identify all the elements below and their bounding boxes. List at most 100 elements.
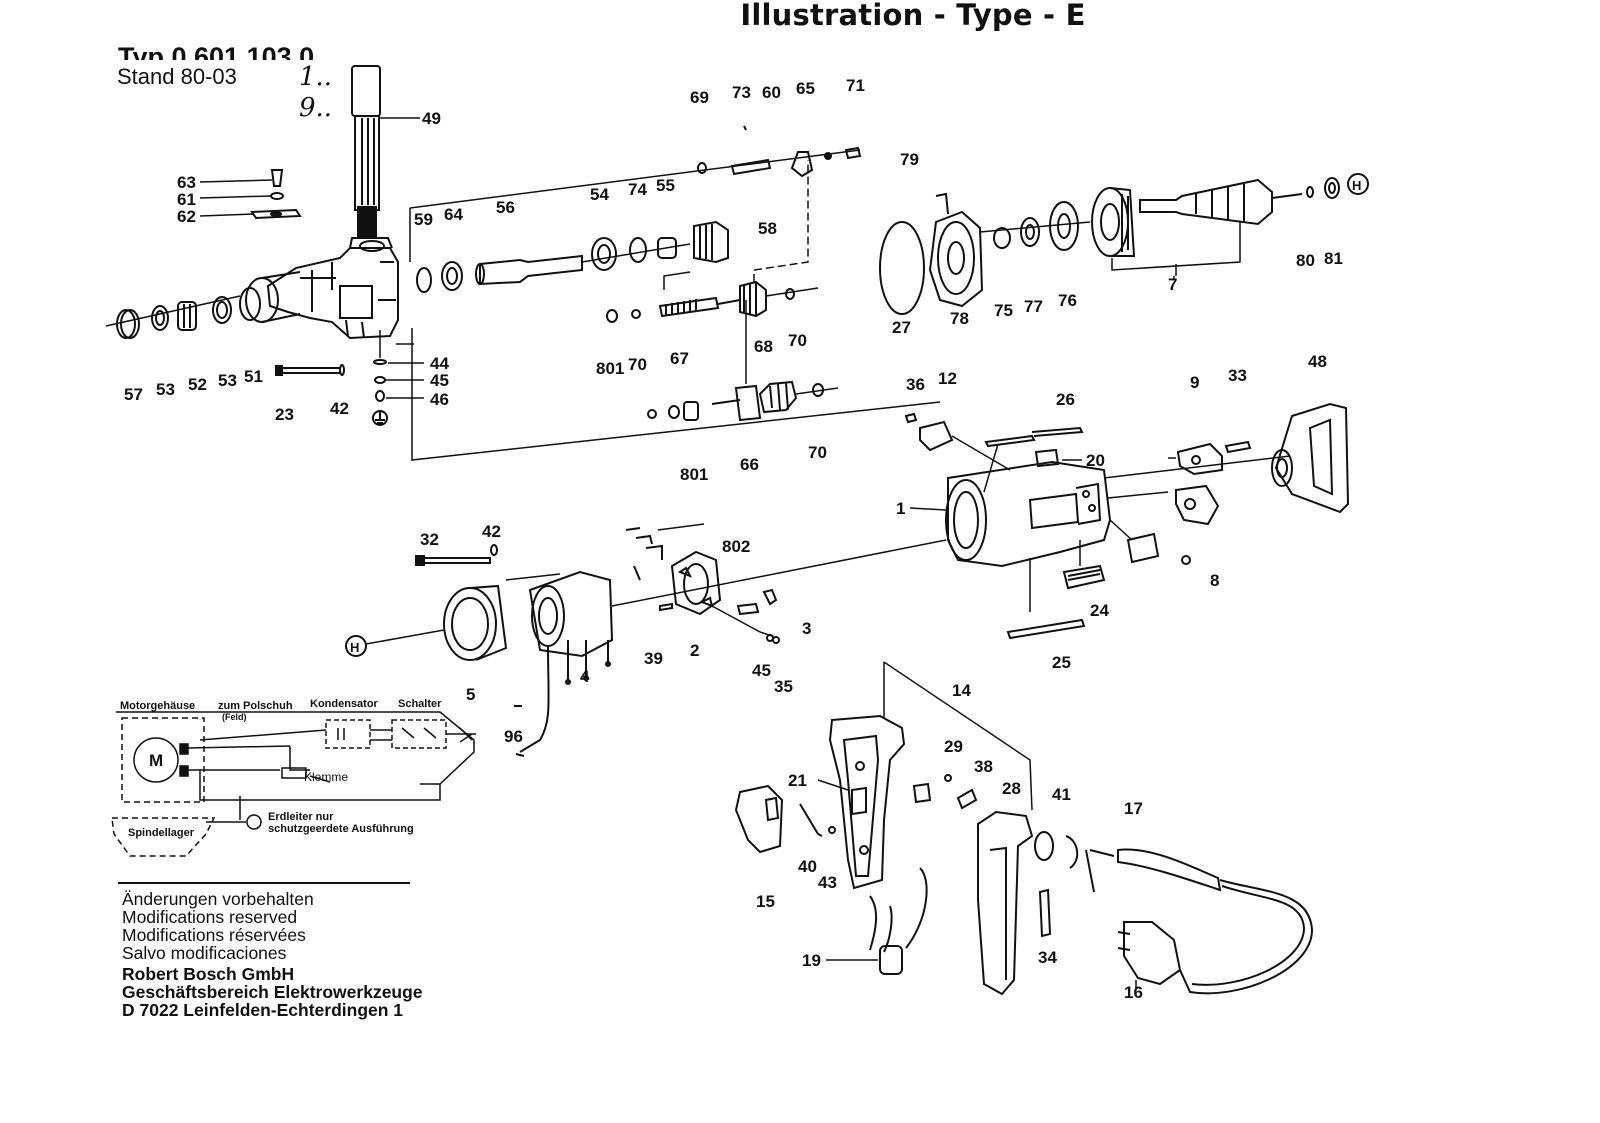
stator-field-group	[345, 539, 947, 753]
part-70c: 70	[808, 443, 827, 462]
part-48: 48	[1308, 352, 1327, 371]
part-76: 76	[1058, 291, 1077, 310]
part-21: 21	[788, 771, 807, 790]
wiring-diagram	[111, 711, 476, 857]
company-division: Geschäftsbereich Elektrowerkzeuge	[122, 982, 423, 1002]
armature-group	[879, 173, 1369, 315]
handle-group-14	[734, 661, 1079, 996]
part-34: 34	[1038, 948, 1057, 967]
part-51: 51	[244, 367, 263, 386]
part-4: 4	[580, 667, 590, 686]
connector-h-right: H	[1352, 178, 1361, 193]
screws-23-42-44-46	[275, 330, 388, 426]
type-number: Typ 0 601 103 0..	[118, 42, 330, 60]
part-45a: 45	[430, 371, 449, 390]
part-20: 20	[1086, 451, 1105, 470]
brush-holders-9-8	[1168, 440, 1252, 526]
part-43: 43	[818, 873, 837, 892]
note-line: Salvo modificaciones	[122, 943, 287, 963]
part-70a: 70	[628, 355, 647, 374]
part-52: 52	[188, 375, 207, 394]
part-41: 41	[1052, 785, 1071, 804]
bearing-stack-left	[116, 287, 261, 339]
part-56: 56	[496, 198, 515, 217]
label-erdleiter: Erdleiter nur	[268, 811, 334, 823]
part-70b: 70	[788, 331, 807, 350]
part-77: 77	[1024, 297, 1043, 316]
part-64: 64	[444, 205, 463, 224]
part-39: 39	[644, 649, 663, 668]
part-79: 79	[900, 150, 919, 169]
label-zum-polschuh: zum Polschuh	[218, 700, 293, 712]
label-kondensator: Kondensator	[310, 698, 379, 710]
part-68: 68	[754, 337, 773, 356]
end-cap-48	[1271, 402, 1350, 514]
part-96: 96	[504, 727, 523, 746]
company-name: Robert Bosch GmbH	[122, 964, 295, 984]
part-58: 58	[758, 219, 777, 238]
part-28: 28	[1002, 779, 1021, 798]
part-49: 49	[422, 109, 441, 128]
part-55: 55	[656, 176, 675, 195]
part-9: 9	[1190, 373, 1199, 392]
gear-housing-shape	[245, 237, 399, 340]
upper-small-parts-69-71	[409, 125, 862, 262]
revision-stand: Stand 80-03	[117, 64, 237, 89]
part-numbers: 49 63 61 62 59 64 56 54 74 55 58 69 73 6…	[124, 76, 1361, 1002]
part-2: 2	[690, 641, 699, 660]
label-spindellager: Spindellager	[128, 827, 195, 839]
connector-h-left: H	[350, 640, 359, 655]
part-23: 23	[275, 405, 294, 424]
screw-washer-plate-63-61-62	[250, 169, 302, 220]
part-54: 54	[590, 185, 609, 204]
part-29: 29	[944, 737, 963, 756]
part-69: 69	[690, 88, 709, 107]
part-8: 8	[1210, 571, 1219, 590]
part-33: 33	[1228, 366, 1247, 385]
part-26: 26	[1056, 390, 1075, 409]
part-53a: 53	[156, 380, 175, 399]
part-80: 80	[1296, 251, 1315, 270]
note-line: Änderungen vorbehalten	[122, 889, 314, 909]
power-cord-17-plug-16	[1085, 848, 1314, 995]
part-44: 44	[430, 354, 449, 373]
part-19: 19	[802, 951, 821, 970]
company-address: D 7022 Leinfelden-Echterdingen 1	[122, 1000, 404, 1020]
part-65: 65	[796, 79, 815, 98]
part-7: 7	[1168, 275, 1177, 294]
part-61: 61	[177, 190, 196, 209]
label-klemme: Klemme	[304, 770, 348, 784]
part-45b: 45	[752, 661, 771, 680]
handwritten-variant-9: 9..	[299, 93, 333, 123]
part-14: 14	[952, 681, 971, 700]
part-3: 3	[802, 619, 811, 638]
part-801a: 801	[596, 359, 624, 378]
part-67: 67	[670, 349, 689, 368]
part-36: 36	[906, 375, 925, 394]
part-75: 75	[994, 301, 1013, 320]
part-42b: 42	[482, 522, 501, 541]
part-57: 57	[124, 385, 143, 404]
part-74: 74	[628, 180, 647, 199]
page-title: Illustration - Type - E	[740, 0, 1086, 32]
part-27: 27	[892, 318, 911, 337]
label-feld: (Feld)	[222, 712, 247, 722]
note-line: Modifications reserved	[122, 907, 298, 927]
part-1: 1	[896, 499, 905, 518]
part-25: 25	[1052, 653, 1071, 672]
part-62: 62	[177, 207, 196, 226]
part-40: 40	[798, 857, 817, 876]
part-15: 15	[756, 892, 775, 911]
plate-and-screws-lower	[1006, 519, 1191, 640]
part-60: 60	[762, 83, 781, 102]
footer-notes: Änderungen vorbehalten Modifications res…	[122, 890, 423, 1019]
pinion-shaft-67-gear-68	[606, 160, 819, 323]
label-motorgehaeuse: Motorgehäuse	[120, 700, 195, 712]
part-802: 802	[722, 537, 750, 556]
label-schutzgeerdete: schutzgeerdete Ausführung	[268, 823, 414, 835]
part-78: 78	[950, 309, 969, 328]
drive-shaft-56	[416, 220, 729, 293]
part-12: 12	[938, 369, 957, 388]
